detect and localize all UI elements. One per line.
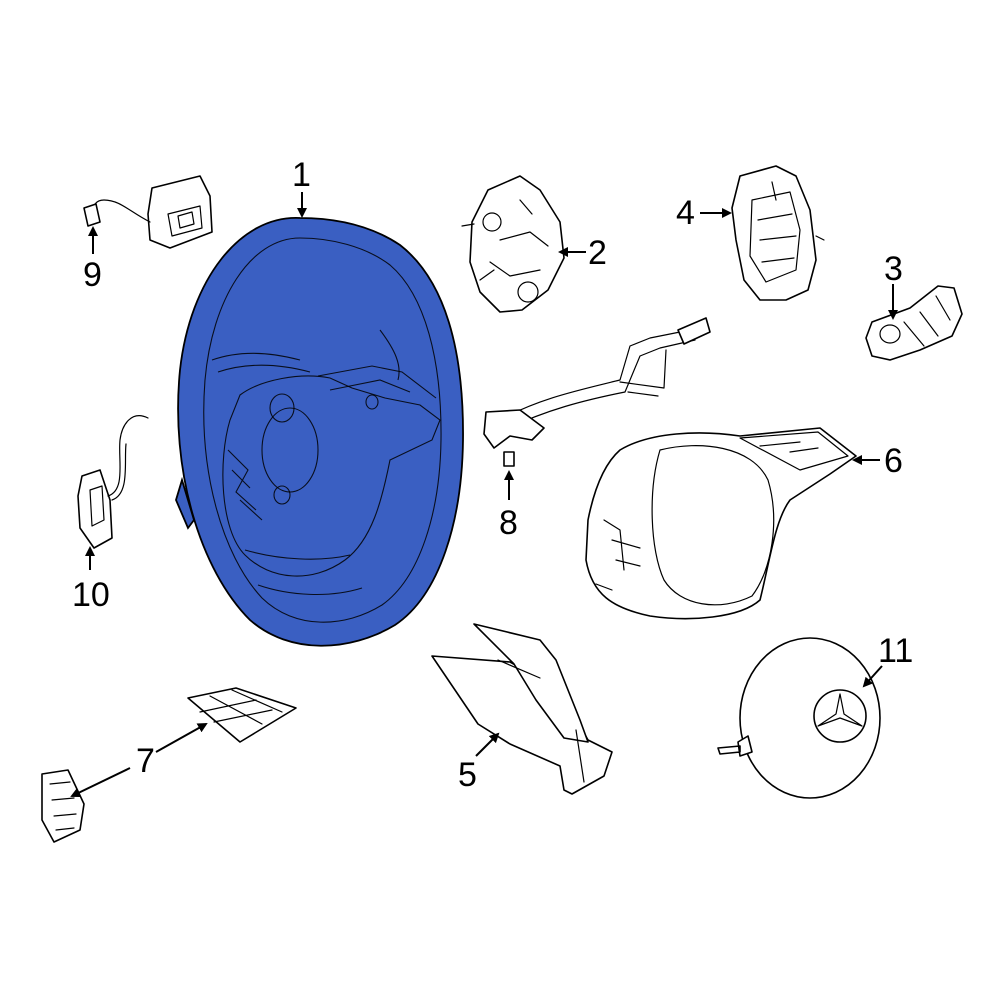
airbag-connector <box>717 735 753 757</box>
column-cover-part-6[interactable] <box>585 427 857 620</box>
switch-body <box>147 175 213 249</box>
steering-wheel-spoke-top <box>379 329 400 381</box>
airbag-emblem-ring <box>813 689 867 743</box>
module-inner <box>749 191 801 283</box>
leader-11 <box>862 665 883 688</box>
switch-body-left <box>77 469 113 549</box>
harness-pin <box>503 451 515 467</box>
bracket-lower-hole <box>517 281 539 303</box>
bracket-upper-hole <box>482 212 502 232</box>
connector-part-3[interactable] <box>865 285 963 361</box>
harness-clip <box>483 409 545 449</box>
connector-body <box>865 285 963 361</box>
steering-wheel-spoke-right <box>317 365 437 399</box>
module-housing <box>731 165 817 301</box>
cable-harness-part-8[interactable] <box>483 317 711 467</box>
switch-face-left <box>89 485 105 527</box>
harness-connector-top <box>677 317 711 345</box>
switch-panel-left <box>41 769 85 843</box>
switch-cable-left <box>107 415 149 501</box>
switch-plug <box>83 203 101 227</box>
callout-7: 7 <box>136 742 155 780</box>
switch-panels-part-7[interactable] <box>41 687 297 843</box>
callout-4: 4 <box>676 194 695 232</box>
steering-wheel-rim <box>177 217 464 647</box>
steering-wheel-part-1[interactable] <box>175 217 464 647</box>
switch-panel-left-buttons <box>49 781 77 831</box>
callout-8: 8 <box>499 504 518 542</box>
airbag-part-11[interactable] <box>717 637 881 799</box>
connector-socket <box>879 324 901 344</box>
trim-edge <box>497 659 585 783</box>
steering-wheel-hub-bolt <box>273 485 291 505</box>
trim-upper-flap <box>473 623 589 743</box>
connector-ribs <box>903 295 951 347</box>
cover-top-panel <box>739 431 849 471</box>
bracket-plate <box>469 175 565 313</box>
bracket-part-2[interactable] <box>461 175 565 313</box>
module-ribs <box>757 181 797 263</box>
switch-panel-right <box>187 687 297 743</box>
steering-wheel-inner-rim <box>203 237 442 623</box>
switch-button <box>177 211 195 229</box>
steering-wheel-spoke-left <box>211 352 311 373</box>
switch-face <box>167 205 203 237</box>
module-tab <box>815 235 825 241</box>
leader-7b <box>70 767 131 798</box>
cover-shell <box>585 427 857 620</box>
bracket-pin <box>461 223 475 227</box>
steering-wheel-hub-boss <box>261 407 319 493</box>
cover-side-features <box>595 519 641 591</box>
callout-9: 9 <box>83 256 102 294</box>
airbag-emblem-star <box>817 693 863 727</box>
steering-wheel-left-grip <box>227 449 263 521</box>
airbag-cover <box>739 637 881 799</box>
module-part-4[interactable] <box>731 165 825 301</box>
steering-wheel-hub-outline <box>222 375 441 577</box>
steering-wheel-lower-spoke <box>244 549 363 596</box>
steering-wheel-lower-tab <box>175 476 195 530</box>
callout-5: 5 <box>458 756 477 794</box>
callout-11: 11 <box>878 632 914 670</box>
harness-wire-main <box>499 329 696 431</box>
callout-6: 6 <box>884 442 903 480</box>
leader-5 <box>475 732 500 757</box>
callout-3: 3 <box>884 250 903 288</box>
switch-panel-right-grid <box>199 689 283 725</box>
lower-trim-part-5[interactable] <box>431 623 613 795</box>
callout-10: 10 <box>72 576 110 614</box>
switch-with-cable-part-10[interactable] <box>77 415 149 549</box>
cover-inner-ring <box>651 445 775 606</box>
harness-wire-branch <box>619 349 667 397</box>
steering-wheel-right-hole <box>365 394 379 410</box>
callout-2: 2 <box>588 234 607 272</box>
callout-1: 1 <box>292 156 311 194</box>
leader-7a <box>155 723 208 753</box>
bracket-ribs <box>479 199 549 281</box>
switch-with-cable-part-9[interactable] <box>83 175 213 249</box>
switch-cable <box>92 199 151 223</box>
